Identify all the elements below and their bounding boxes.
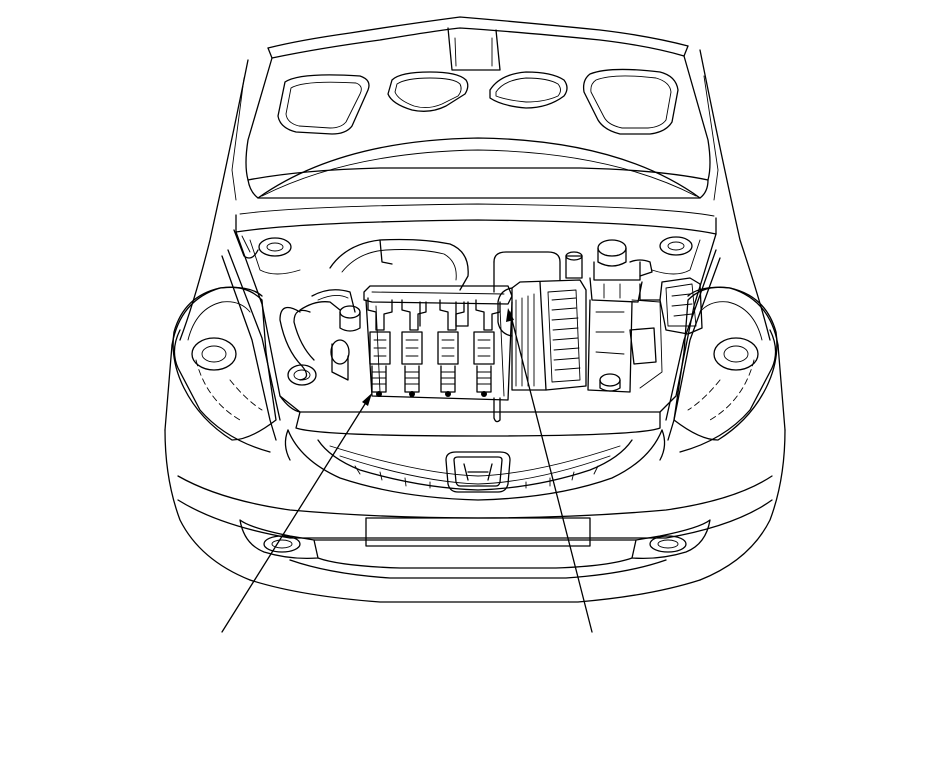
leader-line-right <box>509 311 593 633</box>
ignition-coil-1 <box>367 297 393 397</box>
front-grille <box>284 429 666 501</box>
fog-light-right <box>631 519 711 560</box>
license-plate <box>365 517 591 547</box>
car-body <box>164 49 786 581</box>
headlight-left <box>172 286 277 441</box>
ignition-coil-2 <box>401 299 427 397</box>
leader-line-left <box>221 395 371 633</box>
leader-arrow-right <box>506 308 514 322</box>
leader-arrow-left <box>362 393 372 406</box>
ignition-coil-4 <box>473 299 501 397</box>
fog-light-left <box>239 519 319 560</box>
engine-bay <box>233 203 717 437</box>
headlight-right <box>673 286 778 441</box>
open-hood <box>245 16 711 199</box>
ignition-coil-3 <box>437 299 465 397</box>
callout-leaders <box>221 308 593 633</box>
front-bumper <box>177 475 773 603</box>
emblem <box>445 451 511 493</box>
